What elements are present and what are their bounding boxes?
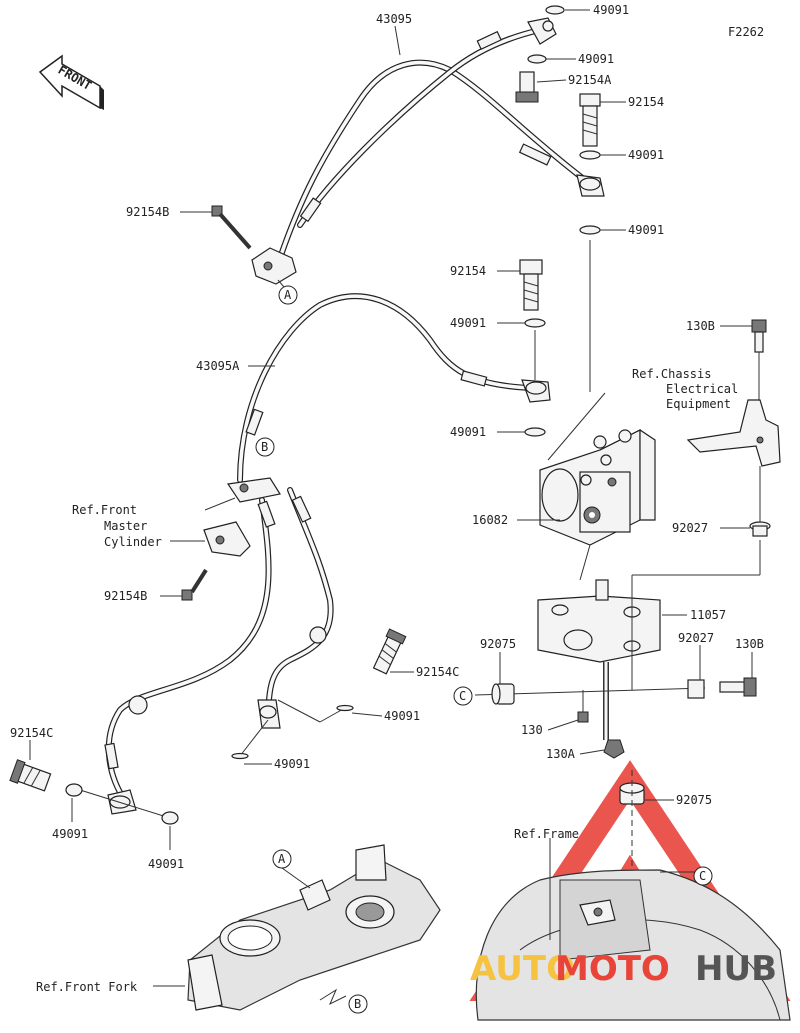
abs-bracket-11057 [537, 540, 761, 740]
callout-B-bottom: B [348, 994, 368, 1014]
bolt-92154-b [519, 259, 543, 275]
label-92027-2: 92027 [678, 631, 714, 645]
ref-master-line2: Master [104, 519, 147, 533]
washer-49091-a [545, 5, 565, 15]
label-92154C-1: 92154C [416, 665, 459, 679]
svg-text:C: C [459, 689, 466, 703]
ref-front-fork: Ref.Front Fork [36, 980, 138, 994]
callout-C-left: C [453, 686, 473, 706]
label-92154-2: 92154 [450, 264, 486, 278]
label-92154C-2: 92154C [10, 726, 53, 740]
ref-chassis-line1: Ref.Chassis [632, 367, 711, 381]
svg-text:A: A [278, 852, 286, 866]
label-43095: 43095 [376, 12, 412, 26]
label-16082: 16082 [472, 513, 508, 527]
nut-130A [603, 739, 625, 759]
callout-A-top: A [277, 279, 298, 305]
washer-49091-b [527, 54, 547, 64]
lower-brake-hoses [9, 477, 407, 825]
brake-hose-43095 [251, 17, 605, 285]
label-92075-1: 92075 [480, 637, 516, 651]
label-92027-1: 92027 [672, 521, 708, 535]
ref-master-line3: Cylinder [104, 535, 162, 549]
label-49091-3: 49091 [628, 148, 664, 162]
label-11057: 11057 [690, 608, 726, 622]
mount-bolt-row [474, 677, 757, 915]
watermark-auto: AUTO [470, 949, 575, 989]
ref-master-line1: Ref.Front [72, 503, 137, 517]
diagram-id: F2262 [728, 25, 764, 39]
bolt-92154B-a [211, 205, 223, 217]
label-92154A: 92154A [568, 73, 612, 87]
front-direction-arrow: FRONT [38, 54, 104, 110]
label-49091-2: 49091 [578, 52, 614, 66]
label-49091-1: 49091 [593, 3, 629, 17]
label-49091-10: 49091 [148, 857, 184, 871]
ref-chassis-line3: Equipment [666, 397, 731, 411]
front-fork-ref [187, 844, 441, 1011]
watermark-text: AUTO MOTO HUB [470, 949, 777, 989]
ref-chassis-line2: Electrical [666, 382, 738, 396]
leader-lines [29, 9, 753, 987]
label-130: 130 [521, 723, 543, 737]
svg-text:B: B [261, 440, 268, 454]
ref-frame: Ref.Frame [514, 827, 579, 841]
bolt-130 [577, 711, 589, 723]
label-92154B-2: 92154B [104, 589, 147, 603]
chassis-electrical-bracket [686, 319, 781, 537]
abs-hydraulic-unit [539, 240, 656, 546]
watermark-hub: HUB [695, 949, 777, 989]
label-43095A: 43095A [196, 359, 240, 373]
label-92154B-1: 92154B [126, 205, 169, 219]
bolt-130B-a [751, 319, 767, 333]
label-49091-4: 49091 [628, 223, 664, 237]
label-49091-7: 49091 [384, 709, 420, 723]
label-92075-2: 92075 [676, 793, 712, 807]
part-labels: 43095 49091 49091 92154A 92154 49091 921… [10, 3, 764, 871]
label-49091-9: 49091 [52, 827, 88, 841]
watermark-moto: MOTO [555, 949, 670, 989]
label-130B-1: 130B [686, 319, 715, 333]
label-92154-1: 92154 [628, 95, 664, 109]
label-130B-2: 130B [735, 637, 764, 651]
frame-ref [475, 845, 791, 1021]
label-130A: 130A [546, 747, 576, 761]
label-49091-6: 49091 [450, 425, 486, 439]
label-49091-5: 49091 [450, 316, 486, 330]
callout-C-right: C [693, 866, 713, 886]
label-49091-8: 49091 [274, 757, 310, 771]
callout-A-bottom: A [272, 849, 292, 869]
master-cylinder-bracket [181, 497, 251, 601]
svg-text:C: C [699, 869, 706, 883]
reference-labels: Ref.Chassis Electrical Equipment Ref.Fro… [36, 367, 738, 994]
collar-92027-b [687, 679, 705, 699]
brake-hose-43095A [237, 259, 551, 483]
svg-text:A: A [284, 288, 292, 302]
bolt-92154-a [579, 93, 601, 107]
callout-B-top: B [255, 437, 275, 457]
svg-text:B: B [354, 997, 361, 1011]
